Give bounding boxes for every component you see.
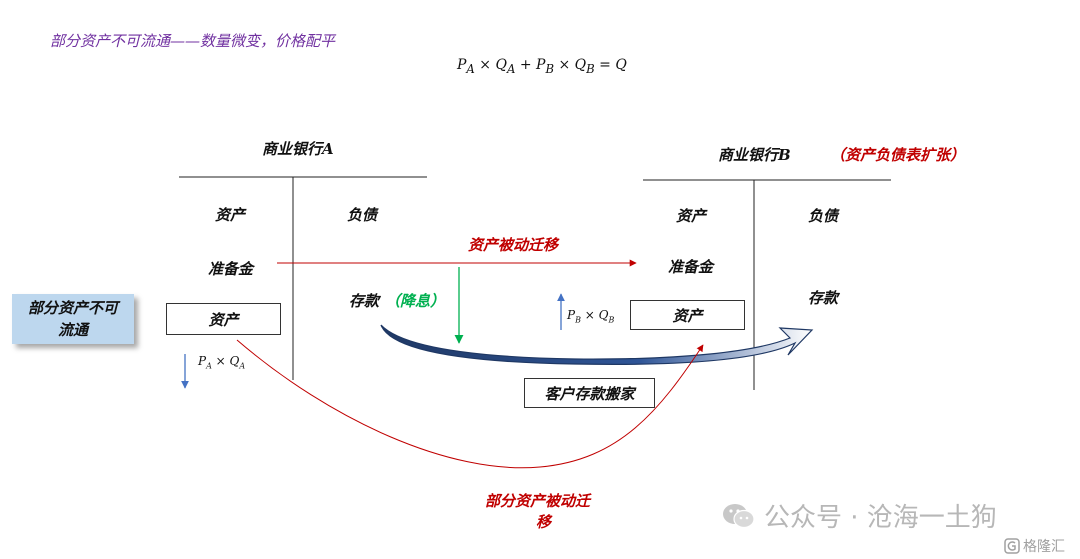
bank-a-reserve-label: 准备金 bbox=[208, 260, 254, 278]
bank-a-p-sub: A bbox=[206, 361, 212, 371]
formula-pb: P bbox=[536, 57, 546, 73]
bank-b-q: Q bbox=[598, 308, 609, 322]
bank-a-deposit-label: 存款 bbox=[349, 292, 380, 310]
bank-b-asset-box: 资产 bbox=[630, 300, 745, 330]
formula-qa-sub: A bbox=[506, 61, 516, 76]
wechat-icon bbox=[723, 503, 755, 528]
bank-a-q: Q bbox=[229, 354, 240, 368]
bank-b-times: × bbox=[580, 308, 599, 322]
watermark: 公众号 · 沧海一土狗 bbox=[722, 497, 997, 534]
formula-times-1: × bbox=[474, 57, 496, 73]
formula-qa: Q bbox=[495, 57, 507, 73]
formula-qb: Q bbox=[574, 57, 587, 73]
bank-b-price-quantity-label: PB × QB bbox=[567, 308, 614, 324]
bank-a-rate-cut-note: （降息） bbox=[385, 292, 446, 310]
gelonghui-logo-icon bbox=[1004, 538, 1020, 554]
bank-b-q-sub: B bbox=[608, 315, 615, 325]
formula-pa-sub: A bbox=[466, 61, 475, 76]
bank-a-q-sub: A bbox=[239, 361, 246, 371]
formula: PA × QA + PB × QB = Q bbox=[457, 57, 627, 76]
bank-a-p: P bbox=[198, 354, 207, 368]
reserve-transfer-label: 资产被动迁移 bbox=[468, 236, 559, 254]
formula-equals: = Q bbox=[594, 57, 627, 73]
bank-a-liabilities-header: 负债 bbox=[347, 206, 378, 224]
gelonghui-logo-text: 格隆汇 bbox=[1023, 539, 1065, 555]
bank-b-reserve-label: 准备金 bbox=[668, 258, 714, 276]
bank-b-liabilities-header: 负债 bbox=[808, 207, 839, 225]
bank-a-asset-box: 资产 bbox=[166, 303, 281, 335]
bank-a-price-quantity-label: PA × QA bbox=[198, 354, 245, 370]
bank-b-assets-header: 资产 bbox=[676, 207, 707, 225]
bank-a-title: 商业银行A bbox=[262, 140, 334, 158]
bank-b-p-sub: B bbox=[575, 315, 581, 325]
bank-a-times: × bbox=[211, 354, 230, 368]
watermark-text: 公众号 · 沧海一土狗 bbox=[764, 503, 997, 533]
deposit-migration-swoosh-arrow bbox=[380, 324, 814, 365]
bank-a-assets-header: 资产 bbox=[215, 206, 246, 224]
formula-pa: P bbox=[457, 57, 467, 73]
formula-qb-sub: B bbox=[586, 61, 595, 76]
bank-b-expansion-note: （资产负债表扩张） bbox=[830, 146, 966, 164]
formula-times-2: × bbox=[554, 57, 575, 73]
partial-asset-transfer-curve-arrow bbox=[236, 339, 704, 469]
gelonghui-logo: 格隆汇 bbox=[1004, 536, 1065, 556]
page-title: 部分资产不可流通——数量微变，价格配平 bbox=[50, 32, 336, 50]
bank-b-deposit-label: 存款 bbox=[808, 289, 839, 307]
non-tradable-assets-text: 部分资产不可流通 bbox=[27, 299, 118, 339]
non-tradable-assets-box: 部分资产不可流通 bbox=[12, 294, 134, 344]
bank-b-title: 商业银行B bbox=[718, 146, 791, 164]
partial-transfer-label-line-1: 部分资产被动迁 bbox=[485, 492, 591, 510]
formula-plus: + bbox=[515, 57, 537, 73]
partial-transfer-label-line-2: 移 bbox=[536, 513, 552, 531]
formula-pb-sub: B bbox=[545, 61, 555, 76]
bank-b-p: P bbox=[567, 308, 576, 322]
deposit-move-box: 客户存款搬家 bbox=[524, 378, 655, 408]
